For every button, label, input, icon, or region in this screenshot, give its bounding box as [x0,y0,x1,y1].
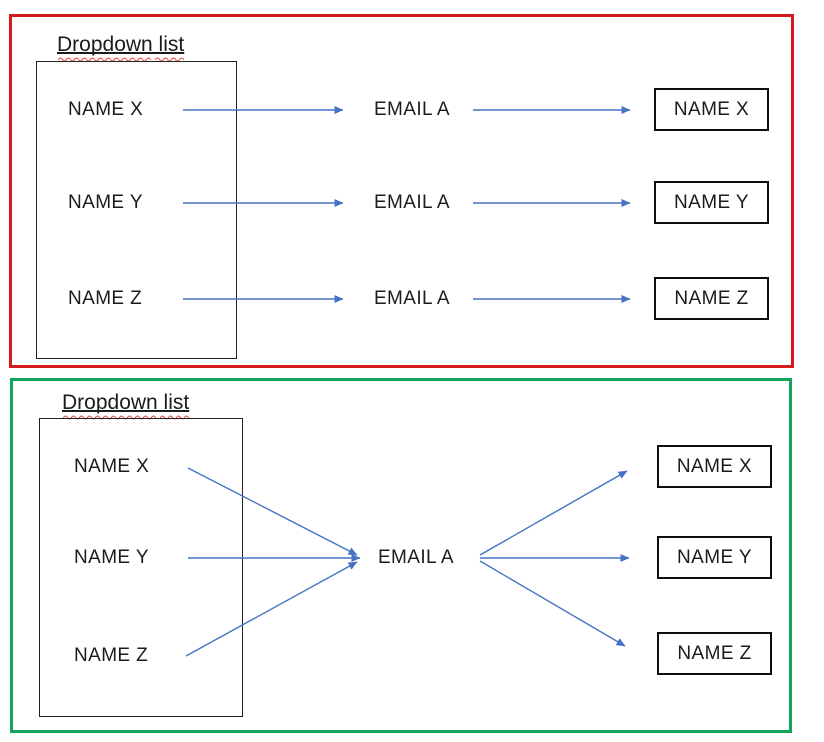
result-box-label: NAME X [673,98,750,120]
email-label-shared: EMAIL A [377,547,455,568]
dropdown-item-name-x: NAME X [74,456,150,477]
arrow-line [479,560,626,647]
result-box-label: NAME Y [674,191,749,213]
result-box-label: NAME Z [677,642,752,664]
email-label-row2: EMAIL A [373,192,451,213]
result-box-name-x: NAME X [654,88,769,131]
dropdown-item-name-y: NAME Y [68,192,143,213]
dropdown-list-label: Dropdown list [62,390,190,420]
mapping-arrows-bottom [185,467,630,657]
dropdown-list-box [36,61,237,359]
result-box-name-z: NAME Z [657,632,772,675]
result-box-label: NAME Z [674,287,749,309]
email-label-row1: EMAIL A [373,99,451,120]
result-box-name-z: NAME Z [654,277,769,320]
dropdown-item-name-y: NAME Y [74,547,149,568]
dropdown-item-name-z: NAME Z [74,645,149,666]
result-box-label: NAME X [676,455,753,477]
dropdown-list-box [39,418,243,717]
result-box-label: NAME Y [677,546,752,568]
arrow-line [185,561,358,657]
email-label-row3: EMAIL A [373,288,451,309]
top-red-panel: Dropdown list NAME X NAME Y NAME Z EMAIL… [9,14,794,368]
spellcheck-squiggle-icon [63,415,189,420]
bottom-green-panel: Dropdown list NAME X NAME Y NAME Z EMAIL… [10,378,792,733]
arrow-line [187,467,358,556]
result-box-name-y: NAME Y [657,536,772,579]
dropdown-item-name-z: NAME Z [68,288,143,309]
dropdown-list-label-text: Dropdown list [57,33,185,56]
result-box-name-y: NAME Y [654,181,769,224]
dropdown-item-name-x: NAME X [68,99,144,120]
result-box-name-x: NAME X [657,445,772,488]
arrow-line [479,470,628,556]
dropdown-list-label-text: Dropdown list [62,391,190,414]
mapping-arrows-top [183,106,631,303]
